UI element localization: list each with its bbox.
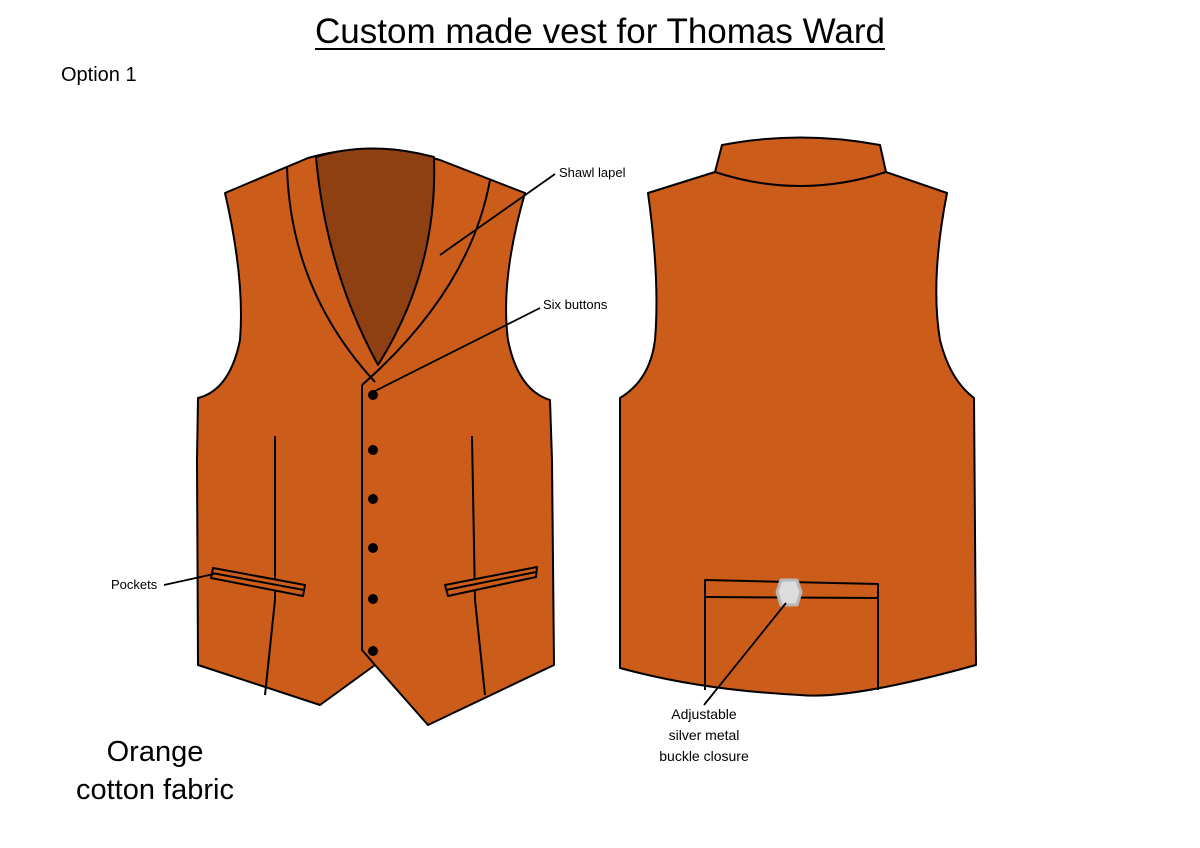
lapel-seam-right: [361, 179, 491, 386]
buttons: [368, 390, 378, 656]
fabric-line2: cotton fabric: [76, 774, 234, 806]
button-icon: [368, 543, 378, 553]
leader-lines: [163, 173, 787, 706]
dart-right: [471, 435, 486, 696]
document-title: Custom made vest for Thomas Ward: [315, 12, 885, 51]
leader-pockets: [163, 573, 215, 586]
button-icon: [368, 390, 378, 400]
option-label: Option 1: [61, 64, 137, 86]
leader-buckle: [703, 602, 787, 706]
dart-left: [264, 436, 276, 696]
label-six-buttons: Six buttons: [543, 297, 608, 312]
button-icon: [368, 494, 378, 504]
front-edge: [361, 385, 376, 666]
label-buckle-line2: silver metal: [668, 727, 740, 743]
vest-back-body: [619, 136, 977, 697]
button-icon: [368, 445, 378, 455]
lapel-seam-left: [286, 165, 376, 383]
label-buckle-line3: buckle closure: [659, 748, 749, 764]
vest-front: [196, 147, 555, 726]
pocket-right-welt: [445, 571, 537, 591]
label-buckle-line1: Adjustable: [671, 706, 737, 722]
vest-back: [619, 136, 977, 697]
button-icon: [368, 646, 378, 656]
leader-shawl-lapel: [439, 173, 556, 256]
collar-seam: [714, 171, 887, 187]
lapel-inner: [315, 147, 436, 366]
buckle-icon: [775, 578, 803, 607]
label-shawl-lapel: Shawl lapel: [559, 165, 626, 180]
label-buckle-closure: Adjustable silver metal buckle closure: [644, 704, 764, 767]
button-icon: [368, 594, 378, 604]
label-pockets: Pockets: [111, 577, 158, 592]
pocket-left-welt: [211, 572, 305, 591]
fabric-line1: Orange: [106, 736, 204, 768]
leader-six-buttons: [372, 307, 541, 393]
fabric-note: Orange cotton fabric: [60, 733, 250, 809]
